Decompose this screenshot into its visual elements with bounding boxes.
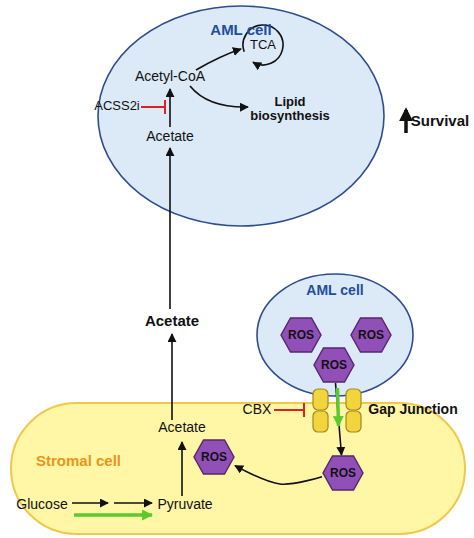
stromal-cell: Stromal cell ROS ROS (10, 402, 466, 535)
tca-cycle-arrow (243, 25, 283, 65)
node-label: ROS (193, 439, 235, 475)
node-label: Stromal cell (36, 452, 121, 469)
cell-ellipse: AML cellROSROSROS (256, 273, 414, 397)
text-label: Survival (411, 113, 469, 130)
ros-hexagon: ROS (322, 455, 364, 491)
node-outline (97, 5, 385, 227)
node-label: AML cell (97, 21, 385, 38)
flow-arrow (190, 86, 248, 107)
connexon (313, 411, 328, 432)
connector-layer (235, 383, 342, 484)
connexon (346, 389, 361, 410)
cell-membrane (98, 6, 384, 226)
inhibition-mark (274, 403, 304, 417)
increase-flow-arrow (338, 388, 339, 426)
node-label: ROS (313, 347, 355, 383)
ros-hexagon: ROS (350, 317, 392, 353)
ros-hexagon: ROS (280, 317, 322, 353)
flow-arrow (114, 502, 152, 504)
flow-arrow (169, 89, 171, 127)
text-label: Acetate (145, 313, 199, 330)
text-label: Acetate (158, 420, 205, 435)
flow-arrow (169, 148, 171, 309)
flow-arrow (171, 334, 173, 420)
hexagon-shape (194, 440, 234, 474)
gap-junction (313, 389, 361, 432)
text-label: TCA (250, 38, 276, 52)
connexon (346, 411, 361, 432)
hexagon-shape (281, 318, 321, 352)
connector-arrow (235, 466, 322, 485)
connector-arrow (336, 383, 342, 455)
text-label: Lipid biosynthesis (248, 95, 332, 124)
connexon (313, 389, 328, 410)
ros-hexagon: ROS (313, 347, 355, 383)
cell-membrane (257, 274, 413, 396)
text-label: Acetyl-CoA (135, 69, 205, 84)
flow-arrow (72, 502, 108, 504)
node-label: ROS (280, 317, 322, 353)
text-label: Gap Junction (368, 402, 457, 417)
ros-hexagon: ROS (193, 439, 235, 475)
inhibition-mark (141, 100, 165, 114)
increase-flow-arrow (74, 513, 152, 517)
text-label: ACSS2i (94, 99, 140, 113)
node-label: ROS (350, 317, 392, 353)
text-label: Acetate (146, 129, 193, 144)
increase-arrow (404, 110, 408, 133)
text-label: Pyruvate (157, 497, 212, 512)
hexagon-shape (351, 318, 391, 352)
cell-ellipse: AML cell (97, 5, 385, 227)
flow-arrow (196, 49, 241, 70)
node-label: ROS (322, 455, 364, 491)
flow-arrow (181, 442, 183, 496)
text-label: Glucose (16, 497, 67, 512)
text-label: CBX (243, 402, 272, 417)
hexagon-shape (314, 348, 354, 382)
node-label: AML cell (256, 282, 414, 298)
hexagon-shape (323, 456, 363, 490)
